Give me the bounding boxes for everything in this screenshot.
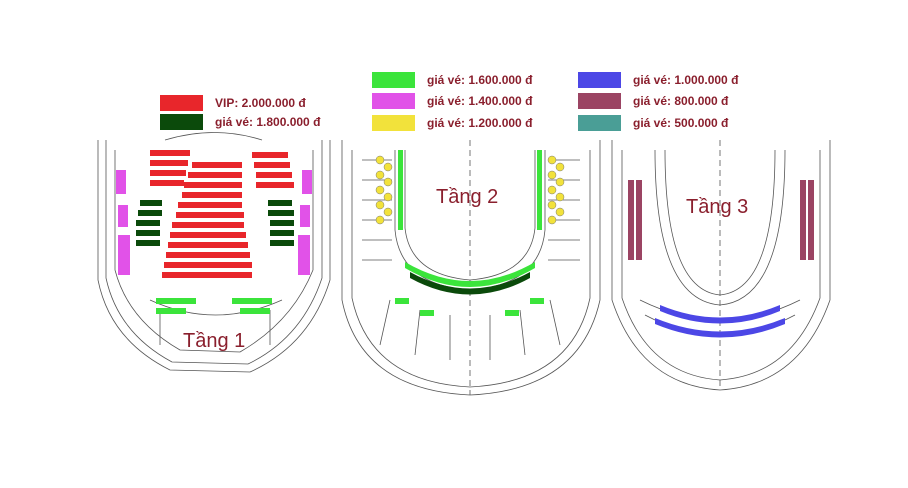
floor3-seats: [628, 180, 814, 338]
legend-1600-label: giá vé: 1.600.000 đ: [427, 73, 533, 87]
floor1-title: Tầng 1: [183, 330, 246, 352]
floor2-seats: [375, 150, 565, 316]
legend-1000-label: giá vé: 1.000.000 đ: [633, 73, 739, 87]
floor3-800-seats: [628, 180, 814, 260]
legend-vip-label: VIP: 2.000.000 đ: [215, 96, 306, 110]
floor3-title: Tầng 3: [686, 196, 749, 218]
legend-1200-label: giá vé: 1.200.000 đ: [427, 116, 533, 130]
legend-1200-swatch: [372, 115, 415, 131]
legend-1200: giá vé: 1.200.000 đ: [372, 115, 532, 131]
legend-500-swatch: [578, 115, 621, 131]
floor2-1200-seats: [375, 155, 565, 225]
floor1-vip-seats: [150, 150, 294, 278]
legend-vip-swatch: [160, 95, 203, 111]
legend-1600: giá vé: 1.600.000 đ: [372, 72, 532, 88]
legend-800-swatch: [578, 93, 621, 109]
floor1-1400-seats: [116, 170, 312, 275]
legend-1800-label: giá vé: 1.800.000 đ: [215, 115, 321, 129]
legend-vip: VIP: 2.000.000 đ: [160, 95, 306, 111]
floor2-1800-seats: [410, 272, 530, 295]
legend-500: giá vé: 500.000 đ: [578, 115, 728, 131]
legend-1800-swatch: [160, 114, 203, 130]
floor1-1800-seats: [136, 200, 294, 246]
floor2-1600-seats: [395, 150, 544, 316]
legend-800-label: giá vé: 800.000 đ: [633, 94, 729, 108]
legend-1000-swatch: [578, 72, 621, 88]
legend-800: giá vé: 800.000 đ: [578, 93, 728, 109]
floor1-plan: [97, 132, 331, 373]
floor3-plan: [611, 140, 831, 391]
legend-1400-label: giá vé: 1.400.000 đ: [427, 94, 533, 108]
legend-1600-swatch: [372, 72, 415, 88]
legend-500-label: giá vé: 500.000 đ: [633, 116, 729, 130]
floor3-1000-seats: [655, 305, 785, 338]
floor2-title: Tầng 2: [436, 186, 499, 208]
legend-1400-swatch: [372, 93, 415, 109]
floor1-seats: [116, 150, 312, 314]
legend-1000: giá vé: 1.000.000 đ: [578, 72, 738, 88]
floor1-1600-seats: [156, 298, 272, 314]
legend-1400: giá vé: 1.400.000 đ: [372, 93, 532, 109]
legend-1800: giá vé: 1.800.000 đ: [160, 114, 320, 130]
